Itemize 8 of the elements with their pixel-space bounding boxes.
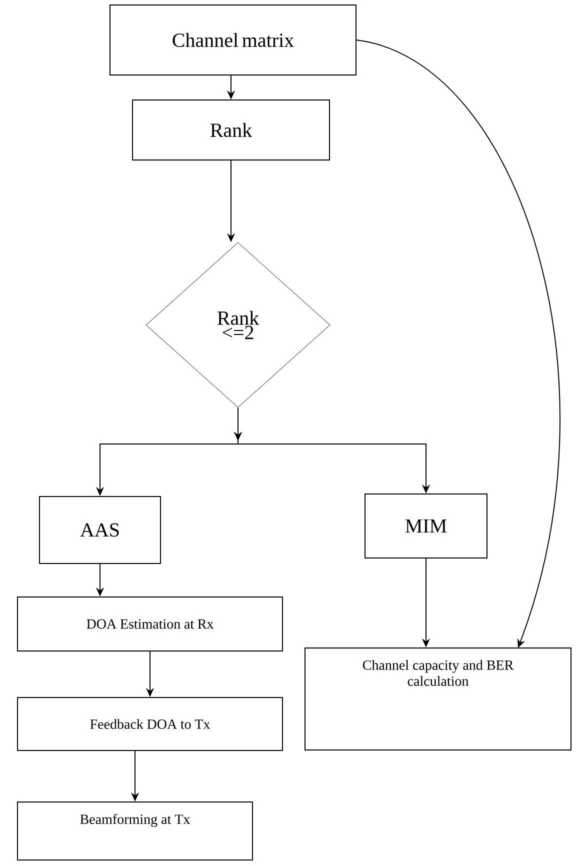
process-box: Feedback DOA to Tx	[17, 697, 283, 751]
process-box: Beamforming at Tx	[17, 802, 253, 860]
process-box: Channel capacity and BER calculation	[304, 648, 572, 750]
process-box: Channel matrix	[110, 4, 356, 76]
process-box: AAS	[39, 496, 161, 564]
process-box: MIM	[364, 494, 488, 558]
process-box: Rank	[132, 100, 330, 160]
process-box: DOA Estimation at Rx	[17, 596, 283, 652]
